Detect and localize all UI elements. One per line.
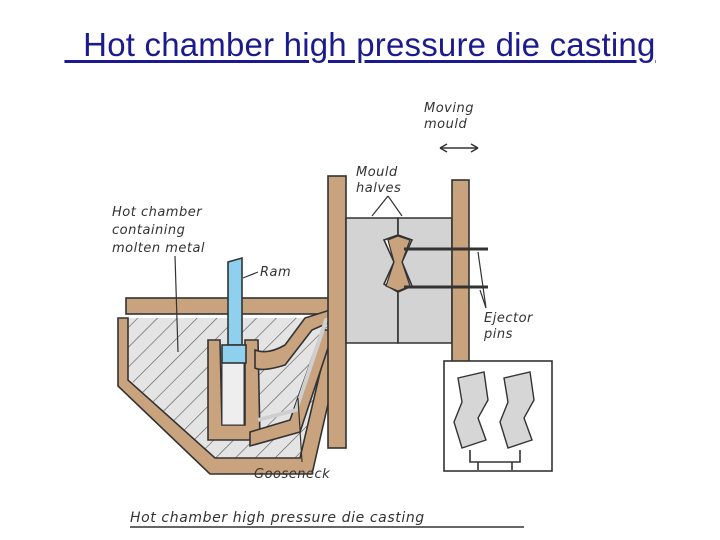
arrow-heads — [439, 143, 479, 153]
hot-chamber-vessel — [207, 339, 261, 441]
svg-text:containing: containing — [112, 223, 185, 238]
svg-text:mould: mould — [424, 117, 467, 132]
ram — [227, 256, 243, 346]
diagram-caption: Hot chamber high pressure die casting — [130, 510, 425, 526]
svg-text:Ejector: Ejector — [484, 311, 534, 326]
label-mould-halves: Mould halves — [356, 165, 401, 196]
label-hot-chamber: Hot chamber containing molten metal — [112, 205, 205, 256]
svg-text:Moving: Moving — [424, 101, 474, 116]
svg-text:Mould: Mould — [356, 165, 398, 180]
leader-ejector-pins — [477, 251, 487, 309]
svg-text:Hot chamber: Hot chamber — [112, 205, 203, 220]
inset-ejector — [469, 450, 521, 470]
svg-text:pins: pins — [483, 327, 513, 342]
label-ram: Ram — [260, 265, 291, 280]
moving-platen — [451, 179, 470, 364]
slide-title: Hot chamber high pressure die casting — [64, 26, 656, 63]
leader-ram — [242, 271, 259, 279]
svg-text:halves: halves — [356, 181, 401, 196]
label-moving-mould: Moving mould — [424, 101, 474, 132]
fixed-platen — [327, 175, 347, 449]
leader-gooseneck — [297, 397, 303, 463]
chamber-interior — [221, 359, 245, 426]
label-ejector-pins: Ejector pins — [483, 311, 534, 342]
leader-hot-chamber — [174, 255, 179, 353]
leader-mould-halves — [371, 195, 403, 217]
cast-part-right — [499, 371, 535, 449]
label-gooseneck: Gooseneck — [254, 467, 330, 482]
svg-text:molten metal: molten metal — [112, 241, 205, 256]
ram-head — [221, 344, 247, 364]
cast-part-left — [453, 371, 489, 449]
